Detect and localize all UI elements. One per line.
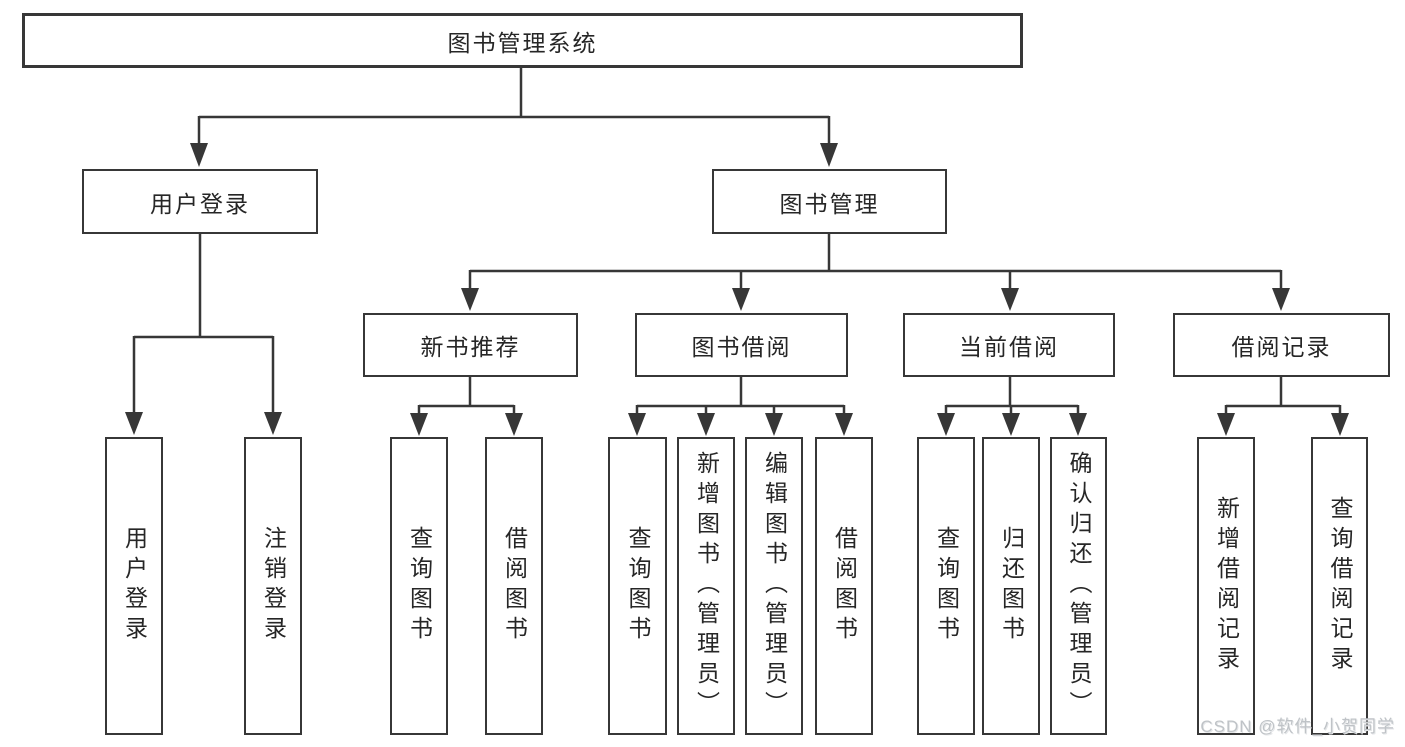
leaf-query-books-borrowing: 查询图书 (608, 437, 667, 735)
node-borrowing-records: 借阅记录 (1173, 313, 1390, 377)
node-new-book-recommendation: 新书推荐 (363, 313, 578, 377)
leaf-query-books-recommend: 查询图书 (390, 437, 448, 735)
leaf-return-book: 归还图书 (982, 437, 1040, 735)
leaf-add-book-admin: 新增图书（管理员） (677, 437, 735, 735)
node-root: 图书管理系统 (22, 13, 1023, 68)
leaf-add-borrow-record: 新增借阅记录 (1197, 437, 1255, 735)
leaf-edit-book-admin: 编辑图书（管理员） (745, 437, 803, 735)
node-book-borrowing: 图书借阅 (635, 313, 848, 377)
leaf-confirm-return-admin: 确认归还（管理员） (1050, 437, 1107, 735)
node-book-borrowing-label: 图书借阅 (691, 334, 792, 360)
node-current-borrowing-label: 当前借阅 (959, 334, 1059, 360)
leaf-query-books-current: 查询图书 (917, 437, 975, 735)
leaf-borrow-books-borrowing: 借阅图书 (815, 437, 873, 735)
node-book-management-label: 图书管理 (779, 190, 880, 217)
node-root-label: 图书管理系统 (447, 29, 598, 56)
node-user-login-label: 用户登录 (150, 190, 250, 217)
node-book-management: 图书管理 (712, 169, 947, 234)
leaf-user-login: 用户登录 (105, 437, 163, 735)
node-borrowing-records-label: 借阅记录 (1231, 334, 1332, 360)
node-current-borrowing: 当前借阅 (903, 313, 1115, 377)
node-new-book-recommendation-label: 新书推荐 (420, 334, 521, 360)
leaf-query-borrow-record: 查询借阅记录 (1311, 437, 1368, 735)
leaf-borrow-books-recommend: 借阅图书 (485, 437, 543, 735)
node-user-login: 用户登录 (82, 169, 318, 234)
leaf-logout: 注销登录 (244, 437, 302, 735)
csdn-watermark: CSDN @软件_小贺同学 (1200, 717, 1395, 736)
